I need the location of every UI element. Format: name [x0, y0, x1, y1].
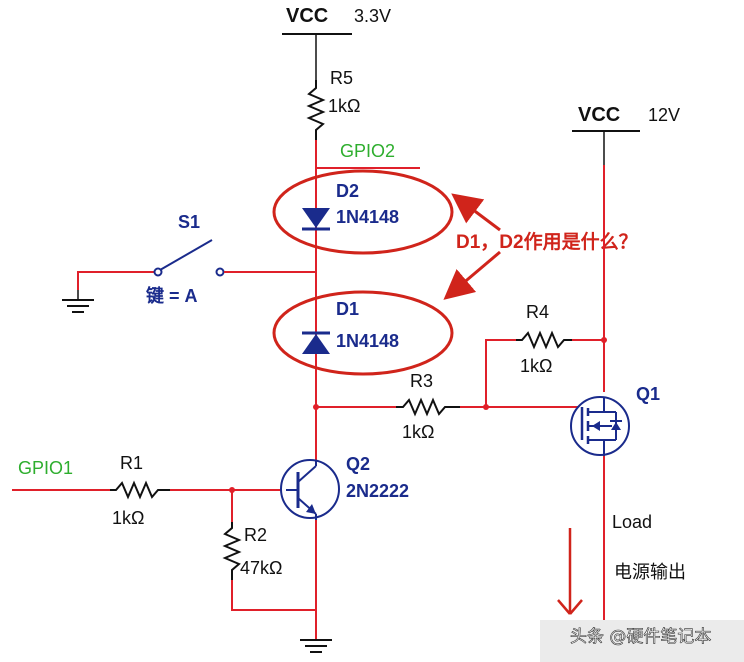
d2-name: D2 [336, 181, 359, 201]
q2-part: 2N2222 [346, 481, 409, 501]
r2-value: 47kΩ [240, 558, 282, 578]
power-output-label: 电源输出 [614, 562, 686, 582]
r4-value: 1kΩ [520, 356, 552, 376]
d1-name: D1 [336, 299, 359, 319]
resistor-r1: R1 1kΩ [110, 453, 170, 528]
d1-part: 1N4148 [336, 331, 399, 351]
diode-d1: D1 1N4148 [302, 299, 399, 354]
r3-value: 1kΩ [402, 422, 434, 442]
junction-r3 [313, 404, 319, 410]
mosfet-q1: Q1 [570, 384, 660, 456]
r4-name: R4 [526, 302, 549, 322]
vcc-3v3-supply: VCC 3.3V [282, 5, 391, 80]
load-arrow [557, 528, 583, 615]
r1-value: 1kΩ [112, 508, 144, 528]
load-label: Load [612, 512, 652, 532]
question-annotation: D1，D2作用是什么？ [443, 193, 638, 300]
vcc-right-value: 12V [648, 105, 680, 125]
vcc-12v-supply: VCC 12V [572, 104, 680, 165]
d1-highlight-circle [272, 290, 454, 376]
d2-part: 1N4148 [336, 207, 399, 227]
resistor-r5: R5 1kΩ [306, 68, 360, 140]
gpio2-label: GPIO2 [340, 141, 395, 161]
vcc-right-label: VCC [578, 104, 620, 126]
junction-q1-source [601, 337, 607, 343]
ground-symbol-bottom [300, 639, 332, 653]
resistor-r2: R2 47kΩ [222, 490, 316, 611]
vcc-left-label: VCC [286, 5, 328, 27]
r5-value: 1kΩ [328, 96, 360, 116]
r2-name: R2 [244, 525, 267, 545]
transistor-q2: Q2 2N2222 [280, 454, 409, 520]
watermark-text: 头条 @硬件笔记本 [570, 627, 711, 647]
switch-s1: S1 键 = A [77, 212, 316, 306]
vcc-left-value: 3.3V [354, 6, 391, 26]
watermark: 头条 @硬件笔记本 [540, 620, 744, 662]
q1-name: Q1 [636, 384, 660, 404]
resistor-r3: R3 1kΩ [396, 371, 460, 442]
r1-name: R1 [120, 453, 143, 473]
resistor-r4: R4 1kΩ [485, 302, 604, 407]
diode-d2: D2 1N4148 [302, 181, 399, 231]
gpio1-label: GPIO1 [18, 458, 73, 478]
ground-symbol-left [62, 290, 94, 313]
q2-name: Q2 [346, 454, 370, 474]
question-text: D1，D2作用是什么？ [456, 230, 638, 253]
r3-name: R3 [410, 371, 433, 391]
r5-name: R5 [330, 68, 353, 88]
s1-key: 键 = A [145, 285, 198, 306]
s1-name: S1 [178, 212, 200, 232]
